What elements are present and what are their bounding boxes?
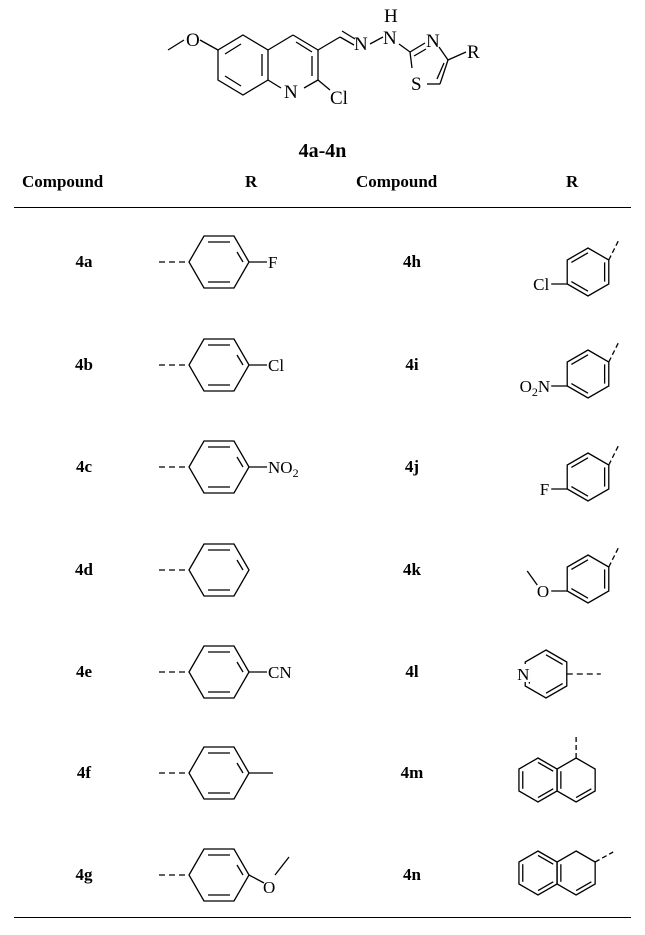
compound-label-4b: 4b bbox=[75, 355, 93, 374]
r-structure-4k: O bbox=[526, 546, 620, 604]
r-sub-4i: 2 bbox=[532, 385, 538, 399]
compound-label-4j: 4j bbox=[404, 457, 420, 476]
r-structure-4i: O2N bbox=[520, 341, 620, 399]
r-structure-4n bbox=[518, 850, 614, 896]
r-structure-4b: Cl bbox=[159, 338, 284, 392]
header-r-left: R bbox=[245, 172, 258, 191]
r-structure-4c: NO2 bbox=[159, 440, 299, 494]
r-structure-4e: CN bbox=[159, 645, 292, 699]
methoxy-oxygen-label: O bbox=[186, 30, 200, 51]
r-label-4a: F bbox=[268, 253, 277, 272]
r-structure-4a: F bbox=[159, 235, 277, 289]
r-structure-4m bbox=[518, 734, 596, 803]
compound-label-4d: 4d bbox=[75, 560, 93, 579]
header-compound-right: Compound bbox=[356, 172, 438, 191]
svg-text:NO2: NO2 bbox=[268, 458, 299, 480]
header-compound-left: Compound bbox=[22, 172, 104, 191]
quinoline-nitrogen-label: N bbox=[284, 82, 298, 103]
compound-label-4m: 4m bbox=[400, 763, 424, 782]
compound-label-4c: 4c bbox=[75, 457, 93, 476]
r-label-4i: O bbox=[520, 377, 532, 396]
r-group-label: R bbox=[467, 42, 480, 63]
compound-label-4l: 4l bbox=[405, 662, 419, 681]
r-label-4e: CN bbox=[268, 663, 292, 682]
r-label-4j: F bbox=[540, 480, 549, 499]
header-r-right: R bbox=[566, 172, 579, 191]
thiazole-nitrogen-label: N bbox=[426, 31, 440, 52]
r-label2-4i: N bbox=[538, 377, 550, 396]
compound-label-4e: 4e bbox=[75, 662, 93, 681]
compound-label-4f: 4f bbox=[76, 763, 92, 782]
r-structure-4g: O bbox=[159, 848, 290, 902]
r-structure-4f bbox=[159, 746, 273, 800]
r-label-4g: O bbox=[263, 878, 275, 897]
chloro-label: Cl bbox=[330, 88, 348, 109]
svg-text:O2N: O2N bbox=[520, 377, 551, 399]
nh-nitrogen-label: N bbox=[383, 28, 397, 49]
r-sub-4c: 2 bbox=[293, 466, 299, 480]
r-label-4h: Cl bbox=[533, 275, 549, 294]
thiazole-sulfur-label: S bbox=[411, 74, 422, 95]
r-label-4k: O bbox=[537, 582, 549, 601]
compound-label-4g: 4g bbox=[75, 865, 93, 884]
table-bottom-rule bbox=[14, 917, 631, 918]
series-label: 4a-4n bbox=[298, 140, 347, 162]
r-label-4c: NO bbox=[268, 458, 293, 477]
compound-label-4n: 4n bbox=[403, 865, 421, 884]
compound-label-4a: 4a bbox=[75, 252, 93, 271]
nh-hydrogen-label: H bbox=[384, 6, 398, 27]
hydrazone-n-label: N bbox=[354, 34, 368, 55]
r-structure-4d bbox=[159, 543, 250, 597]
compound-label-4i: 4i bbox=[405, 355, 419, 374]
r-structure-4j: F bbox=[540, 444, 620, 502]
scaffold-structure: O N Cl N N H N S R bbox=[167, 6, 480, 109]
compound-label-4k: 4k bbox=[403, 560, 421, 579]
r-label-4b: Cl bbox=[268, 356, 284, 375]
table-top-rule bbox=[14, 207, 631, 208]
compound-label-4h: 4h bbox=[403, 252, 421, 271]
r-structure-4h: Cl bbox=[533, 239, 620, 297]
r-structure-4l: N bbox=[516, 649, 601, 699]
r-label-4l: N bbox=[517, 665, 529, 684]
